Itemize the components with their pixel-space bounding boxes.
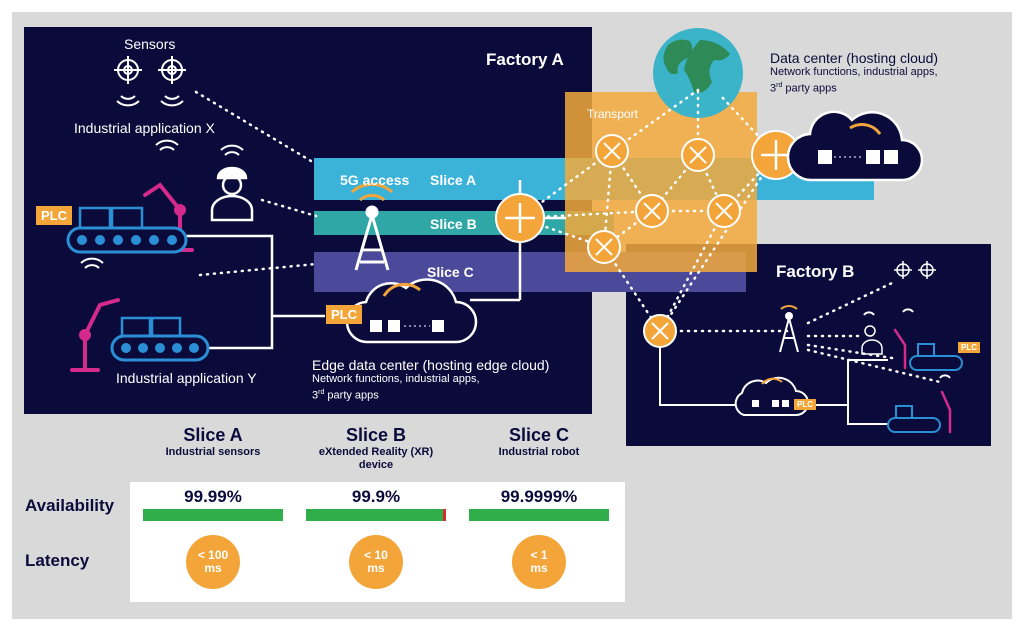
robot-arm-icon xyxy=(893,328,952,434)
availability-bar xyxy=(469,509,609,521)
router-icon xyxy=(495,130,801,243)
cloud-icon xyxy=(786,110,924,182)
plc-badge: PLC xyxy=(794,399,816,410)
plc-badge: PLC xyxy=(958,342,980,353)
edge-dc-line1: Network functions, industrial apps, xyxy=(312,373,480,385)
conveyor-icon xyxy=(66,206,210,362)
availability-bar xyxy=(143,509,283,521)
data-center-caption: Data center (hosting cloud) Network func… xyxy=(770,50,938,96)
plc-badge: PLC xyxy=(36,206,72,225)
availability-value: 99.9999% xyxy=(500,487,578,506)
wifi-icon xyxy=(80,139,951,379)
sensors-label: Sensors xyxy=(124,36,176,52)
transport-label: Transport xyxy=(587,107,638,121)
data-center-title: Data center (hosting cloud) xyxy=(770,50,939,66)
app-y-label: Industrial application Y xyxy=(116,370,257,386)
latency-row-label: Latency xyxy=(25,551,90,570)
conveyor-icon xyxy=(887,343,963,433)
data-center-line2: 3rd party apps xyxy=(770,82,837,95)
app-x-label: Industrial application X xyxy=(74,120,215,136)
plc-badge: PLC xyxy=(326,305,362,324)
availability-value: 99.9% xyxy=(351,487,401,506)
factory-b-title: Factory B xyxy=(776,262,855,281)
sensor-icon xyxy=(114,56,186,107)
antenna-icon xyxy=(351,182,393,271)
access-label: 5G access xyxy=(340,172,410,188)
sensor-icon xyxy=(894,261,936,279)
availability-row-label: Availability xyxy=(25,496,115,515)
edge-dc-line2: 3rd party apps xyxy=(312,389,379,402)
edge-dc-title: Edge data center (hosting edge cloud) xyxy=(312,357,550,373)
cloud-icon xyxy=(345,278,478,344)
edge-dc-caption: Edge data center (hosting edge cloud) Ne… xyxy=(312,357,549,403)
slice-c-header: Slice C Industrial robot xyxy=(498,425,580,458)
slice-a-header: Slice A Industrial sensors xyxy=(165,425,261,458)
antenna-icon xyxy=(779,305,799,353)
slice-a-label: Slice A xyxy=(430,172,477,188)
globe-icon xyxy=(653,28,743,118)
slice-c-label: Slice C xyxy=(427,264,474,280)
slice-b-band xyxy=(314,211,614,235)
factory-a-title: Factory A xyxy=(486,50,564,69)
slice-b-header: Slice B eXtended Reality (XR) device xyxy=(318,425,434,471)
availability-value: 99.99% xyxy=(184,487,242,506)
slice-b-label: Slice B xyxy=(430,216,477,232)
data-center-line1: Network functions, industrial apps, xyxy=(770,66,938,78)
availability-bar xyxy=(306,509,446,521)
worker-icon xyxy=(861,325,883,355)
worker-icon xyxy=(210,166,254,222)
